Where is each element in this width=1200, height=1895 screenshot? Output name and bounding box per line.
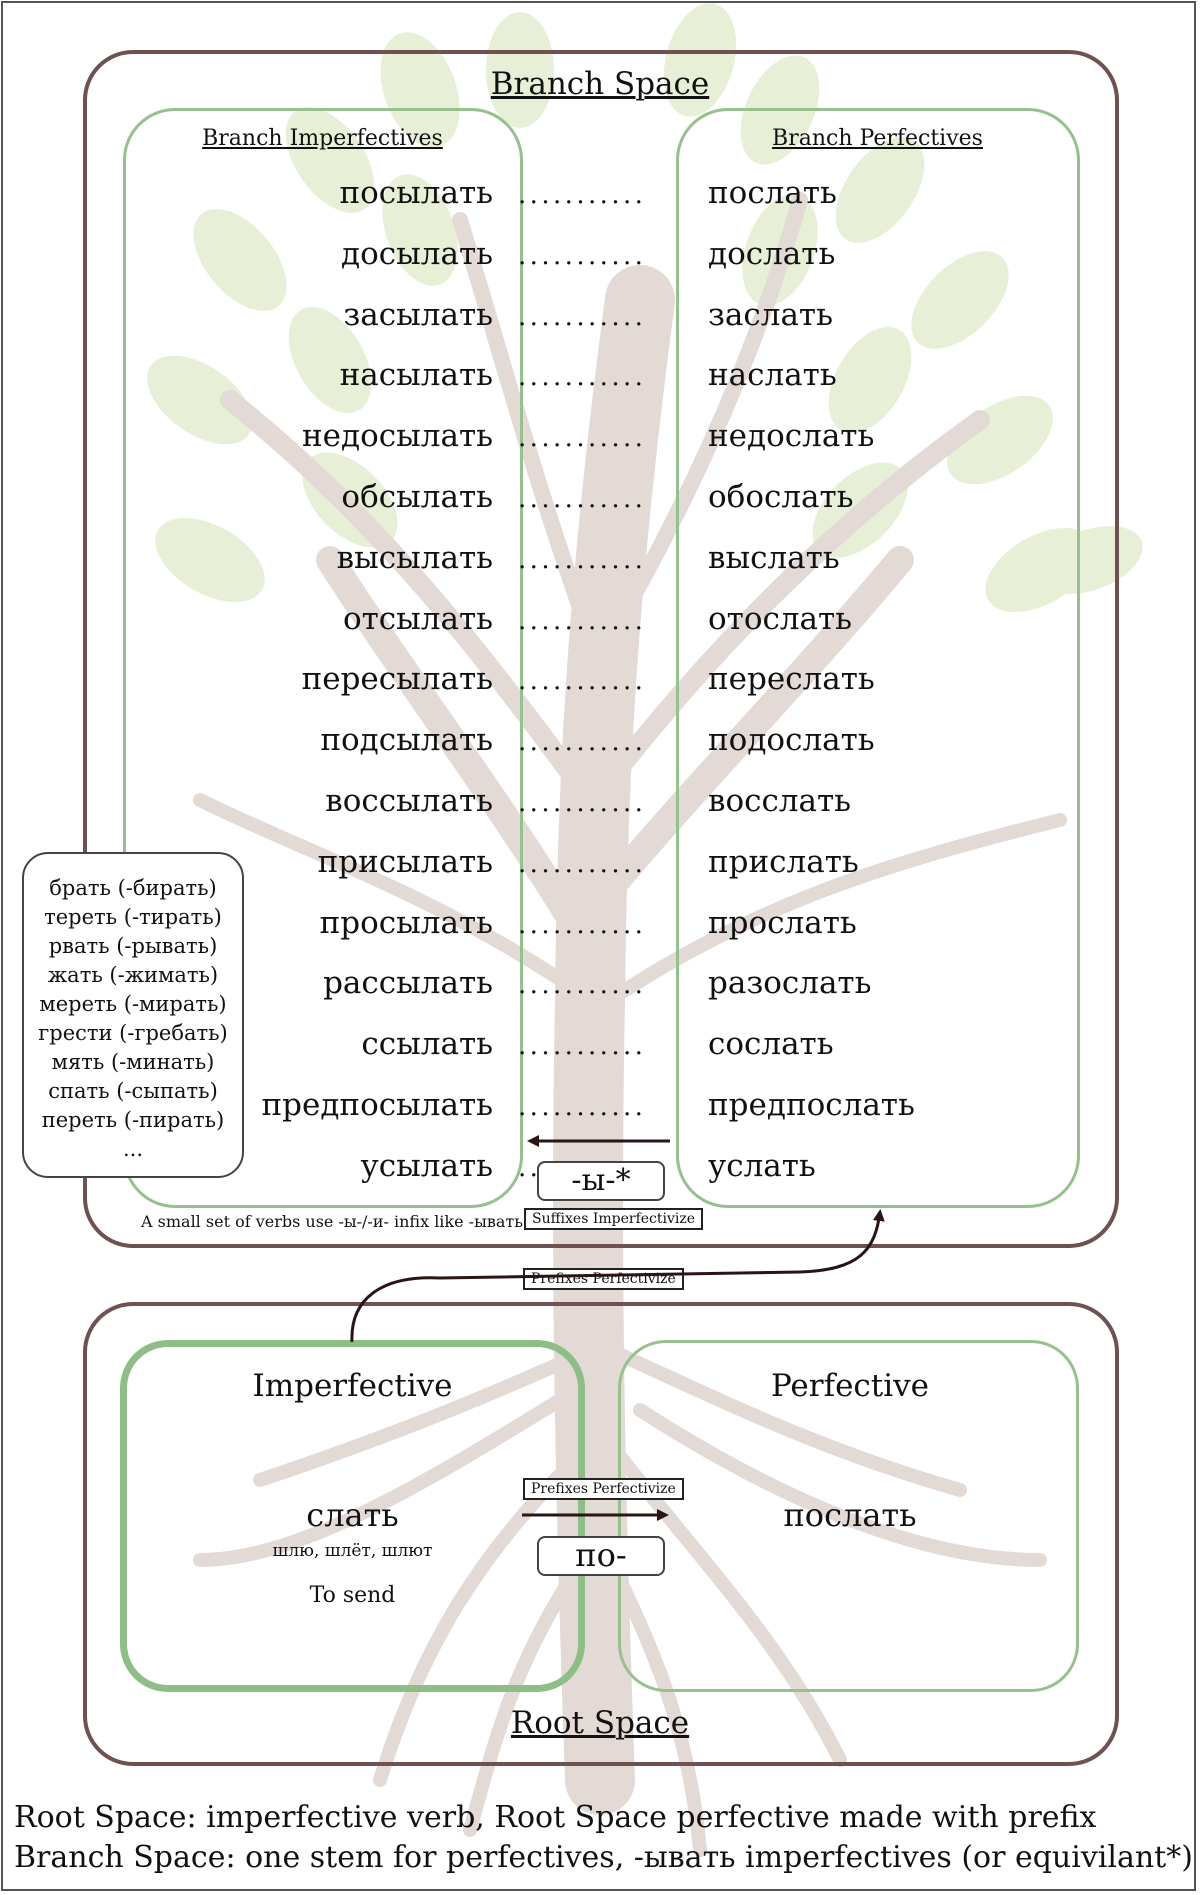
perfective-verb: прослать — [708, 904, 857, 941]
leader-dots: ........... — [518, 301, 647, 332]
infix-note: A small set of verbs use -ы-/-и- infix l… — [141, 1212, 523, 1231]
leader-dots: ........... — [518, 484, 647, 514]
leader-dots: ........... — [518, 423, 647, 454]
leader-dots: ........... — [518, 970, 647, 1001]
caption-root-space: Root Space: imperfective verb, Root Spac… — [14, 1800, 1097, 1835]
leader-dots: ........... — [518, 1031, 647, 1062]
leader-dots: ........... — [518, 240, 647, 271]
irregular-verb-line: жать (-жимать) — [47, 963, 219, 987]
imperfective-verb: усылать — [360, 1147, 493, 1184]
irregular-verb-line: мереть (-мирать) — [39, 992, 227, 1016]
imperfective-verb: просылать — [319, 904, 493, 941]
perfective-verb: отослать — [708, 600, 853, 637]
leader-dots: ........... — [518, 666, 647, 697]
root-prefixes-perfectivize-tag: Prefixes Perfectivize — [523, 1478, 684, 1500]
branch-imperfectives-title: Branch Imperfectives — [202, 126, 443, 151]
irregular-verbs-box: брать (-бирать) тереть (-тирать) рвать (-р… — [22, 852, 244, 1178]
branch-perfectives-box — [676, 108, 1080, 1208]
root-perfective-verb: послать — [783, 1496, 917, 1534]
leader-dots: ........... — [518, 788, 647, 818]
root-space-title: Root Space — [510, 1705, 690, 1741]
perfective-verb: сослать — [708, 1026, 834, 1063]
leader-dots: ........... — [518, 544, 647, 575]
imperfective-verb: досылать — [341, 235, 493, 272]
branch-space-title: Branch Space — [490, 66, 710, 102]
root-verb: слать — [306, 1496, 399, 1534]
perfective-verb: послать — [708, 175, 837, 211]
leader-dots: ........... — [518, 362, 647, 393]
caption-branch-space: Branch Space: one stem for perfectives, … — [14, 1840, 1193, 1875]
perfective-verb: наслать — [708, 357, 837, 394]
imperfective-verb: предпосылать — [261, 1087, 493, 1123]
imperfective-verb: отсылать — [342, 600, 493, 637]
perfective-verb: заслать — [708, 296, 833, 333]
prefix-label: по- — [537, 1536, 665, 1576]
leader-dots: ........... — [518, 848, 647, 879]
leader-dots: ........... — [518, 180, 647, 210]
perfective-verb: подослать — [708, 722, 875, 759]
suffixes-imperfectivize-tag: Suffixes Imperfectivize — [524, 1208, 704, 1230]
imperfective-verb: посылать — [339, 175, 493, 211]
imperfective-verb: рассылать — [323, 965, 493, 1002]
irregular-verb-line: спать (-сыпать) — [48, 1079, 218, 1103]
irregular-verb-line: ... — [122, 1137, 144, 1161]
imperfective-verb: недосылать — [302, 418, 493, 455]
irregular-verb-line: рвать (-рывать) — [48, 934, 218, 958]
infix-label: -ы-* — [537, 1161, 665, 1201]
perfective-verb: обослать — [708, 479, 854, 515]
tree-trunk — [193, 192, 1067, 1815]
root-verb-conjugation: шлю, шлёт, шлют — [272, 1541, 433, 1561]
perfective-verb: предпослать — [708, 1087, 915, 1123]
leader-dots: ........... — [518, 1092, 647, 1122]
imperfective-verb: высылать — [336, 539, 493, 576]
leader-dots: ........... — [518, 727, 647, 758]
imperfective-verb: присылать — [317, 843, 493, 880]
perfective-heading: Perfective — [770, 1368, 930, 1404]
leader-dots: ........... — [518, 909, 647, 940]
perfective-verb: услать — [708, 1147, 816, 1184]
perfective-verb: восслать — [708, 783, 852, 819]
irregular-verb-line: переть (-пирать) — [41, 1108, 225, 1132]
perfective-verb: прислать — [708, 843, 859, 880]
perfective-verb: выслать — [708, 539, 840, 576]
branch-perfectives-title: Branch Perfectives — [772, 126, 983, 151]
branch-imperfectives-box — [123, 108, 523, 1208]
imperfective-verb: пересылать — [301, 661, 493, 698]
perfective-verb: дослать — [708, 235, 836, 272]
imperfective-verb: насылать — [339, 357, 493, 394]
perfective-verb: переслать — [708, 661, 875, 698]
imperfective-verb: воссылать — [325, 783, 493, 819]
prefixes-perfectivize-tag: Prefixes Perfectivize — [523, 1268, 684, 1290]
irregular-verb-line: брать (-бирать) — [49, 876, 217, 900]
imperfective-verb: подсылать — [320, 722, 493, 759]
irregular-verb-line: мять (-минать) — [51, 1050, 215, 1074]
imperfective-verb: обсылать — [341, 479, 493, 515]
leader-dots: ........... — [518, 605, 647, 636]
irregular-verb-line: тереть (-тирать) — [44, 905, 222, 929]
imperfective-verb: засылать — [343, 296, 493, 333]
imperfective-heading: Imperfective — [252, 1368, 453, 1404]
perfective-verb: разослать — [708, 965, 872, 1002]
imperfective-verb: ссылать — [361, 1026, 493, 1063]
root-verb-gloss: To send — [309, 1583, 396, 1608]
perfective-verb: недослать — [708, 418, 875, 455]
irregular-verb-line: грести (-гребать) — [38, 1021, 228, 1045]
